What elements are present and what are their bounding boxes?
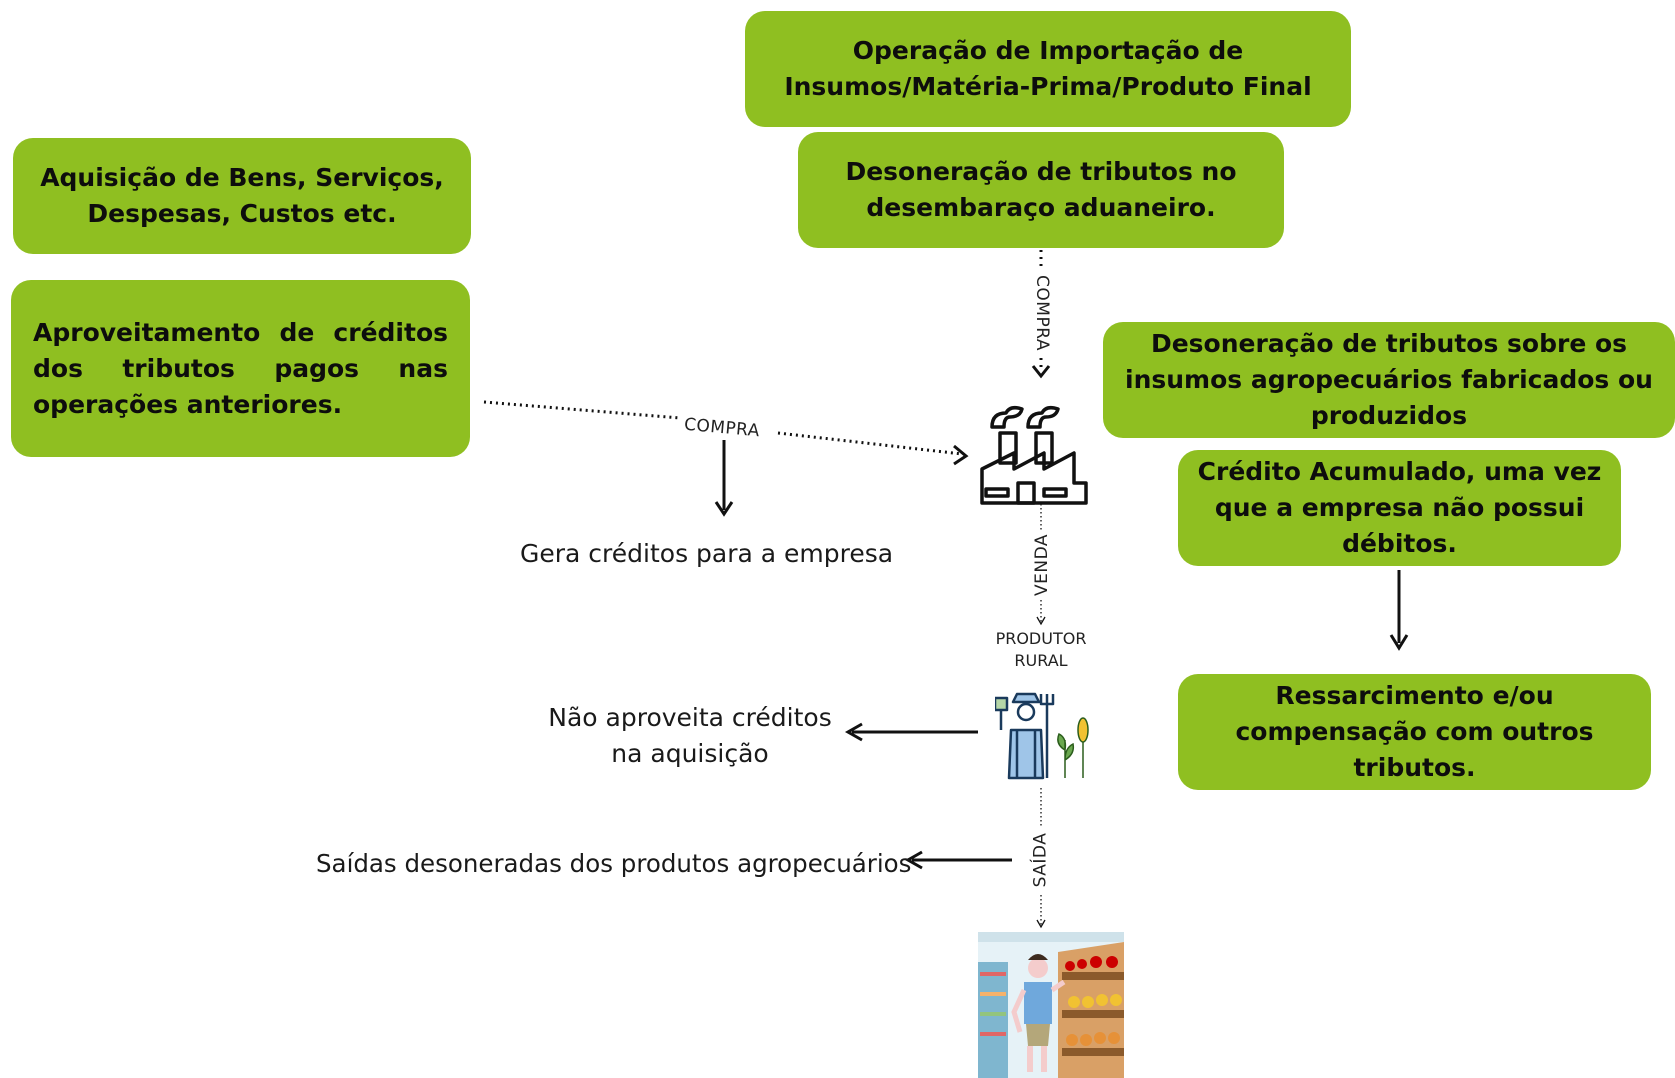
nao-aproveita-line-2: na aquisição <box>611 739 769 768</box>
farmer-icon <box>995 692 1089 780</box>
venda-label: VENDA <box>1032 533 1053 597</box>
credito-acumulado-box: Crédito Acumulado, uma vez que a empresa… <box>1178 450 1621 566</box>
saida-label: SAÍDA <box>1030 832 1051 888</box>
ressarcimento-text: Ressarcimento e/ou compensação com outro… <box>1235 681 1594 782</box>
rural-line: RURAL <box>1014 651 1068 670</box>
import-operation-text: Operação de Importação de Insumos/Matéri… <box>784 36 1312 101</box>
import-desoneracao-box: Desoneração de tributos no desembaraço a… <box>798 132 1284 248</box>
aquisicao-box: Aquisição de Bens, Serviços, Despesas, C… <box>13 138 471 254</box>
produtor-rural-label: PRODUTOR RURAL <box>976 628 1106 672</box>
aproveitamento-box: Aproveitamento de créditos dos tributos … <box>11 280 470 457</box>
supermarket-shopper-icon <box>978 932 1124 1078</box>
produtor-line: PRODUTOR <box>995 629 1087 648</box>
desoneracao-insumos-text: Desoneração de tributos sobre os insumos… <box>1125 329 1653 430</box>
saidas-text: Saídas desoneradas dos produtos agropecu… <box>316 849 912 878</box>
compra-horizontal-connector <box>483 400 681 420</box>
aquisicao-text: Aquisição de Bens, Serviços, Despesas, C… <box>40 163 444 228</box>
nao-aproveita-line-1: Não aproveita créditos <box>548 703 832 732</box>
desoneracao-insumos-box: Desoneração de tributos sobre os insumos… <box>1103 322 1675 438</box>
ressarcimento-box: Ressarcimento e/ou compensação com outro… <box>1178 674 1651 790</box>
import-operation-box: Operação de Importação de Insumos/Matéri… <box>745 11 1351 127</box>
nao-aproveita-text: Não aproveita créditos na aquisição <box>530 700 850 772</box>
aproveitamento-text: Aproveitamento de créditos dos tributos … <box>33 317 448 419</box>
factory-icon <box>980 405 1088 505</box>
compra-vertical-label: COMPRA <box>1031 275 1052 351</box>
gera-creditos-text: Gera créditos para a empresa <box>520 539 894 568</box>
credito-acumulado-text: Crédito Acumulado, uma vez que a empresa… <box>1197 457 1602 558</box>
import-desoneracao-text: Desoneração de tributos no desembaraço a… <box>845 157 1237 222</box>
